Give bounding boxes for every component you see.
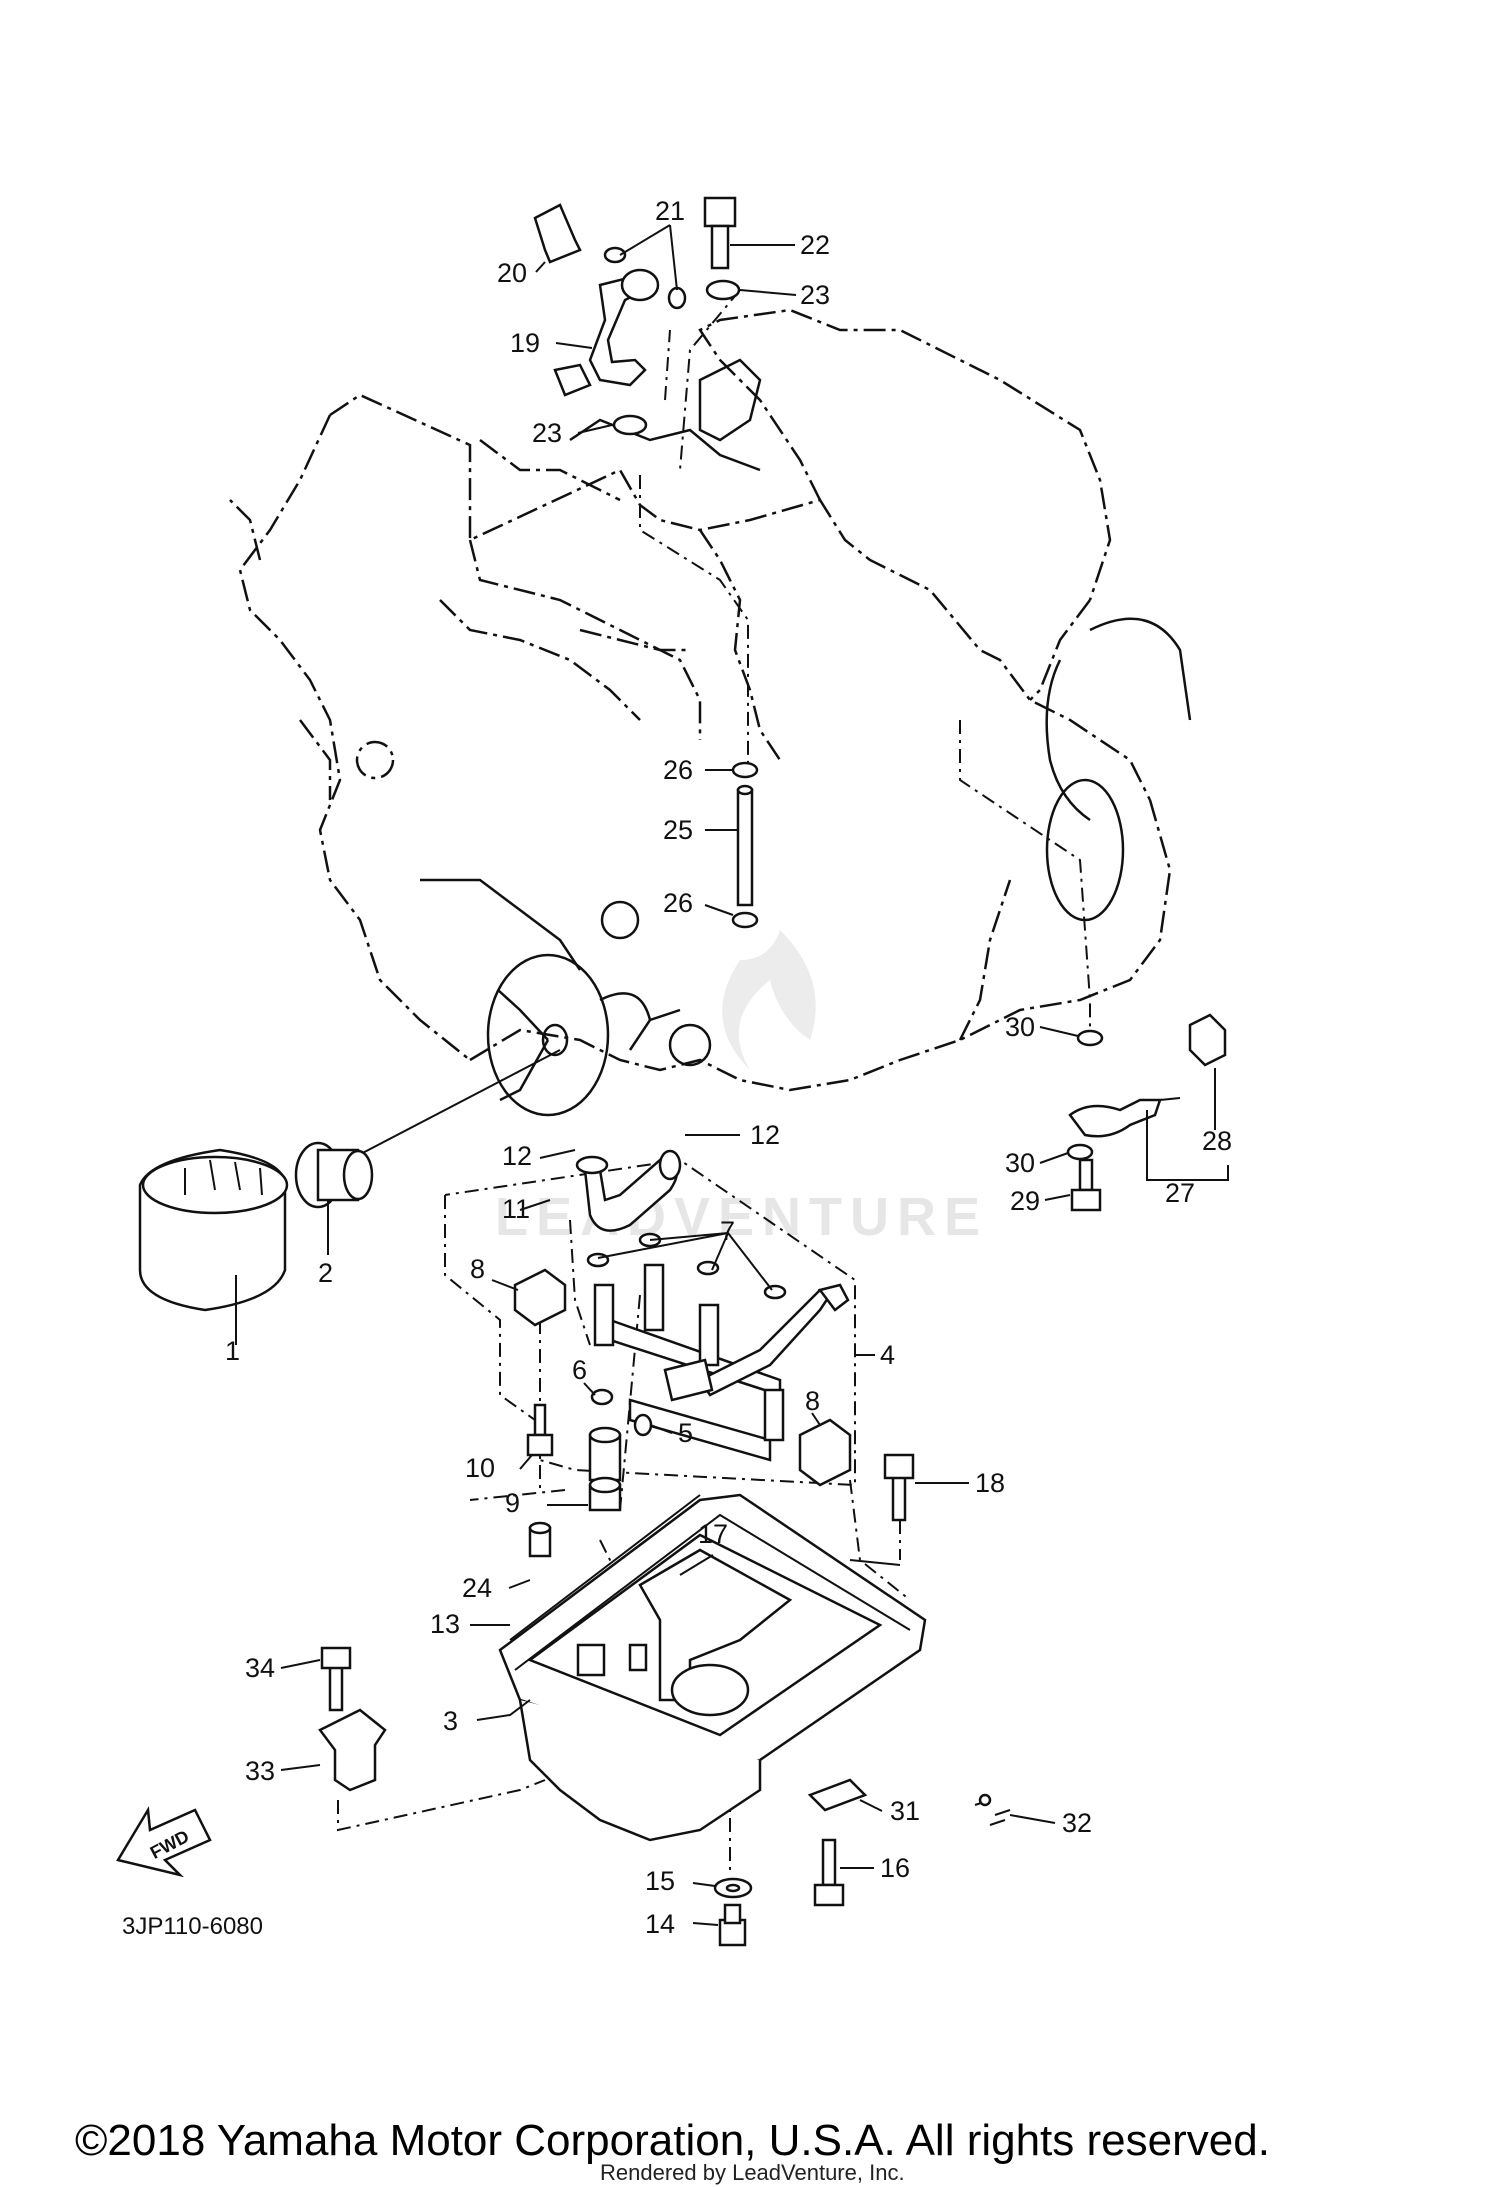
callout-21: 21 [655, 196, 685, 226]
callout-31: 31 [890, 1796, 920, 1826]
part-clip-32 [974, 1793, 1011, 1826]
callout-19: 19 [510, 328, 540, 358]
watermark-text: LEADVENTURE [495, 1187, 988, 1247]
part-pipe-25 [736, 784, 754, 907]
fwd-arrow-icon: FWD [116, 1806, 212, 1878]
callout-14: 14 [645, 1909, 675, 1939]
callout-23b: 23 [532, 418, 562, 448]
watermark: LEADVENTURE [495, 930, 988, 1247]
callout-28: 28 [1202, 1126, 1232, 1156]
rendered-by: Rendered by LeadVenture, Inc. [600, 2160, 905, 2185]
callout-25: 25 [663, 815, 693, 845]
callout-26a: 26 [663, 755, 693, 785]
callout-3: 3 [443, 1706, 458, 1736]
callout-1: 1 [225, 1336, 240, 1366]
part-collar-9 [588, 1426, 622, 1512]
part-gasket-23 [612, 279, 741, 436]
part-gasket-30 [1066, 1029, 1104, 1161]
part-washer-15 [713, 1877, 753, 1899]
callout-12a: 12 [502, 1141, 532, 1171]
part-bolt-16 [813, 1838, 845, 1907]
callout-33: 33 [245, 1756, 275, 1786]
callout-32: 32 [1062, 1808, 1092, 1838]
part-oil-filter [138, 1148, 289, 1312]
part-damper-8 [513, 1268, 852, 1487]
engine-block [229, 308, 1192, 1117]
callout-7: 7 [720, 1216, 735, 1246]
part-bolt-29 [1070, 1158, 1102, 1212]
callout-8b: 8 [805, 1386, 820, 1416]
part-bolt-34 [320, 1646, 352, 1712]
part-fitting-2 [294, 1141, 374, 1209]
callout-23a: 23 [800, 280, 830, 310]
callout-12b: 12 [750, 1120, 780, 1150]
callout-27: 27 [1165, 1178, 1195, 1208]
pipe-assembly-bracket [444, 1158, 856, 1487]
callout-11: 11 [502, 1194, 530, 1224]
callout-8a: 8 [470, 1254, 485, 1284]
part-bolt-10 [526, 1403, 554, 1457]
callout-15: 15 [645, 1866, 675, 1896]
callout-6: 6 [572, 1355, 587, 1385]
part-union-bolt-20 [533, 203, 582, 264]
part-union-bolt-22 [703, 196, 737, 270]
part-o-ring-26 [731, 761, 759, 929]
part-oil-pipe-19 [553, 268, 660, 397]
copyright-notice: ©2018 Yamaha Motor Corporation, U.S.A. A… [75, 2116, 1270, 2165]
callout-22: 22 [800, 230, 830, 260]
callout-17: 17 [698, 1519, 728, 1549]
callout-30a: 30 [1005, 1012, 1035, 1042]
callout-30b: 30 [1005, 1148, 1035, 1178]
callout-5: 5 [678, 1418, 693, 1448]
callout-13: 13 [430, 1609, 460, 1639]
part-sender-27 [1068, 1097, 1181, 1138]
part-cover-33 [318, 1708, 387, 1792]
part-gasket-13 [509, 1494, 911, 1671]
part-bolt-18 [883, 1453, 915, 1522]
part-dowel-24 [528, 1521, 552, 1558]
callout-leaders [235, 224, 1229, 1926]
diagram-code: 3JP110-6080 [122, 1913, 263, 1940]
callout-2: 2 [318, 1258, 333, 1288]
callout-29: 29 [1010, 1186, 1040, 1216]
callout-16: 16 [880, 1853, 910, 1883]
part-damper-28 [1188, 1013, 1227, 1067]
callout-4: 4 [880, 1340, 895, 1370]
part-oil-pipe-4 [593, 1263, 850, 1462]
part-plate-31 [807, 1778, 868, 1812]
callout-26b: 26 [663, 888, 693, 918]
callout-18: 18 [975, 1468, 1005, 1498]
part-oil-pan-3 [498, 1493, 927, 1842]
callout-10: 10 [465, 1453, 495, 1483]
callout-9: 9 [505, 1488, 520, 1518]
callout-20: 20 [497, 258, 527, 288]
callout-24: 24 [462, 1573, 492, 1603]
callout-labels: 1 2 3 4 5 6 7 8 8 9 10 11 12 12 13 14 15… [225, 196, 1232, 1939]
part-drain-bolt-14 [718, 1903, 747, 1947]
leader-lines [329, 289, 1091, 1870]
callout-34: 34 [245, 1653, 275, 1683]
part-hose-11 [575, 1149, 682, 1232]
part-gasket-21 [603, 246, 687, 310]
